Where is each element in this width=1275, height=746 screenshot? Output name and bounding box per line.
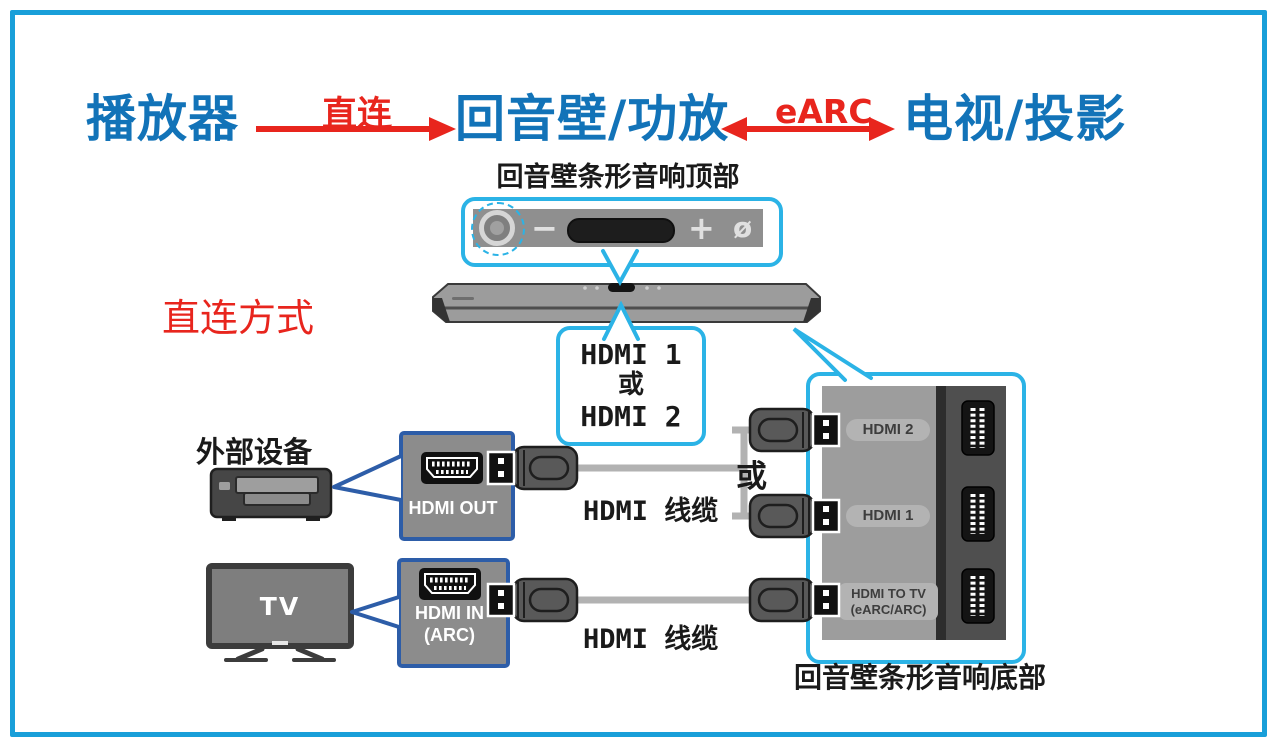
hdmi-choice-line2: HDMI 2	[580, 399, 682, 433]
port-column	[946, 386, 1006, 640]
hdmi-in-label: HDMI IN (ARC)	[397, 603, 502, 646]
hdmi-to-tv-line1: HDMI TO TV	[851, 586, 926, 601]
mode-label: 直连方式	[162, 296, 315, 340]
display-pill	[567, 218, 675, 243]
hdmi-choice-line1: HDMI 1	[580, 337, 682, 371]
volume-minus-icon: −	[531, 209, 558, 247]
port-badge-hdmi-to-tv: HDMI TO TV (eARC/ARC)	[839, 583, 938, 620]
soundbar-top-title: 回音壁条形音响顶部	[496, 162, 740, 193]
external-device-label: 外部设备	[196, 435, 313, 469]
hdmi-in-line2: (ARC)	[424, 624, 475, 645]
multifunction-button-center	[490, 221, 504, 235]
soundbar-bottom-title: 回音壁条形音响底部	[794, 661, 1047, 694]
hdmi-out-label: HDMI OUT	[408, 498, 498, 518]
header-source: 播放器	[86, 90, 239, 148]
panel-divider	[936, 386, 946, 640]
cable1-label: HDMI 线缆	[583, 496, 719, 527]
hdmi-to-tv-line2: (eARC/ARC)	[850, 602, 927, 618]
hdmi-in-line1: HDMI IN	[415, 603, 484, 623]
arrow1-label: 直连	[322, 95, 393, 135]
cable-or-label: 或	[736, 459, 767, 495]
arrow2-label: eARC	[775, 92, 873, 131]
port-badge-hdmi1: HDMI 1	[846, 505, 930, 527]
mic-mute-icon: ø	[733, 211, 753, 244]
multifunction-button-highlight	[471, 202, 525, 256]
tv-screen-label: TV	[259, 591, 301, 621]
hdmi-choice-or: 或	[617, 370, 644, 401]
header-middle: 回音壁/功放	[455, 90, 730, 148]
port-badge-hdmi2: HDMI 2	[846, 419, 930, 441]
header-target: 电视/投影	[903, 90, 1127, 148]
multifunction-button-icon	[479, 210, 515, 246]
hdmi-choice-callout: HDMI 1 或 HDMI 2	[556, 326, 706, 446]
outer-border	[10, 10, 1267, 737]
cable2-label: HDMI 线缆	[583, 624, 719, 655]
hdmi-out-box	[399, 431, 515, 541]
volume-plus-icon: +	[688, 209, 715, 247]
